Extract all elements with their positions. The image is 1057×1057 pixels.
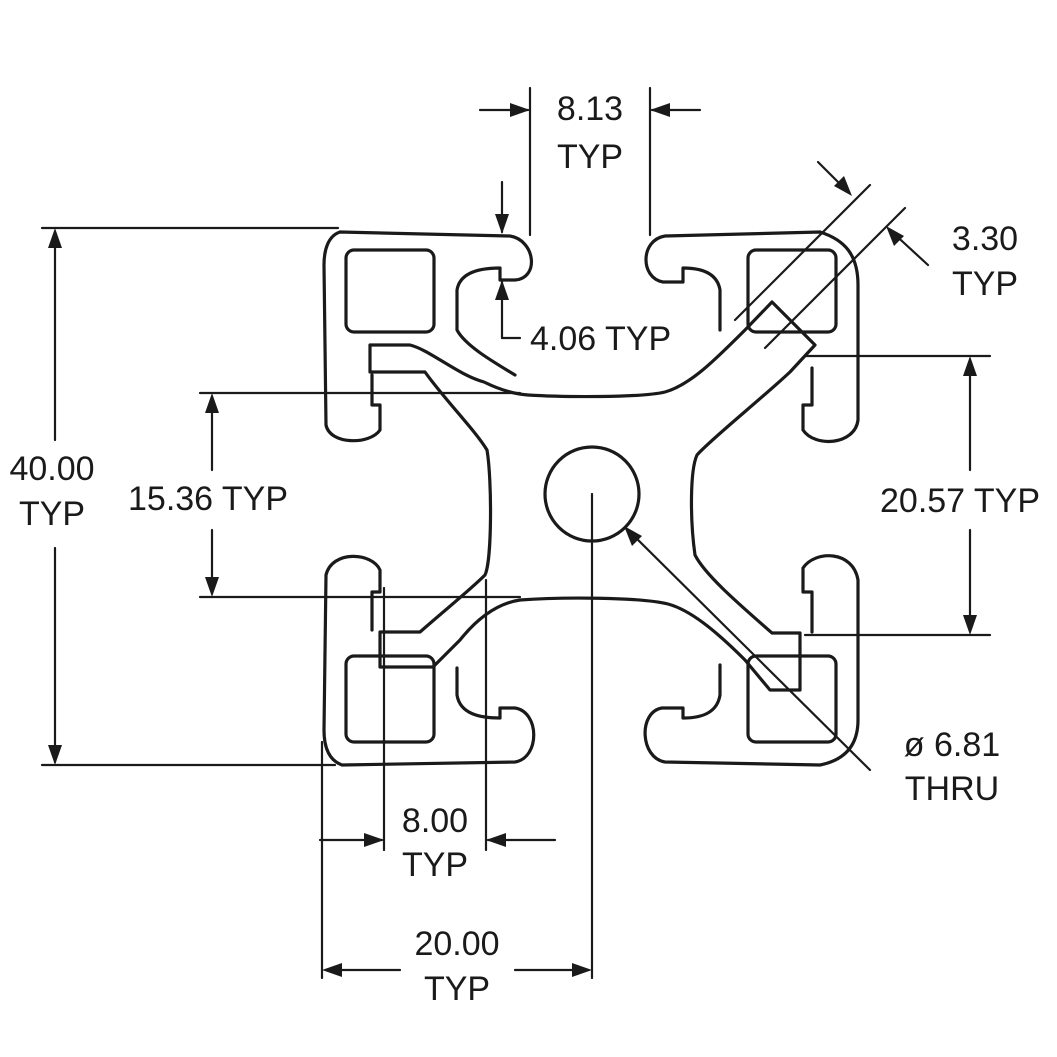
corner-hole-top-left <box>344 248 436 334</box>
dim-lip-depth: 4.06 TYP <box>530 320 671 358</box>
dim-slot-opening-suffix: TYP <box>557 138 623 176</box>
dim-lip-thickness-value: 3.30 <box>952 220 1018 258</box>
corner-lobe-top-left <box>322 230 533 443</box>
dimension-labels: 8.13 TYP 3.30 TYP 4.06 TYP 40.00 TYP 15.… <box>9 90 1040 1008</box>
dim-slot-outer-width: 20.57 TYP <box>880 482 1040 520</box>
corner-lobe-bottom-right <box>643 554 860 767</box>
dim-slot-pitch-value: 20.00 <box>414 925 499 963</box>
dim-center-bore-suffix: THRU <box>905 770 999 808</box>
dim-lip-thickness-suffix: TYP <box>952 265 1018 303</box>
dim-overall-size-value: 40.00 <box>9 450 94 488</box>
dim-slot-inner-width: 15.36 TYP <box>128 480 288 518</box>
corner-hole-bottom-right <box>746 654 838 744</box>
corner-lobe-bottom-left <box>322 554 536 767</box>
center-hub <box>368 300 817 692</box>
dim-center-bore-value: ø 6.81 <box>904 726 1000 764</box>
dim-slot-pitch-suffix: TYP <box>424 970 490 1008</box>
corner-hole-bottom-left <box>344 654 436 744</box>
corner-lobe-top-right <box>644 230 860 444</box>
dim-slot-width-bottom-suffix: TYP <box>402 846 468 884</box>
dim-slot-opening-value: 8.13 <box>557 90 623 128</box>
dim-overall-size-suffix: TYP <box>19 495 85 533</box>
corner-hole-top-right <box>746 248 838 334</box>
dimension-lines <box>40 86 992 980</box>
dim-slot-width-bottom-value: 8.00 <box>402 802 468 840</box>
profile-outline <box>322 230 860 767</box>
